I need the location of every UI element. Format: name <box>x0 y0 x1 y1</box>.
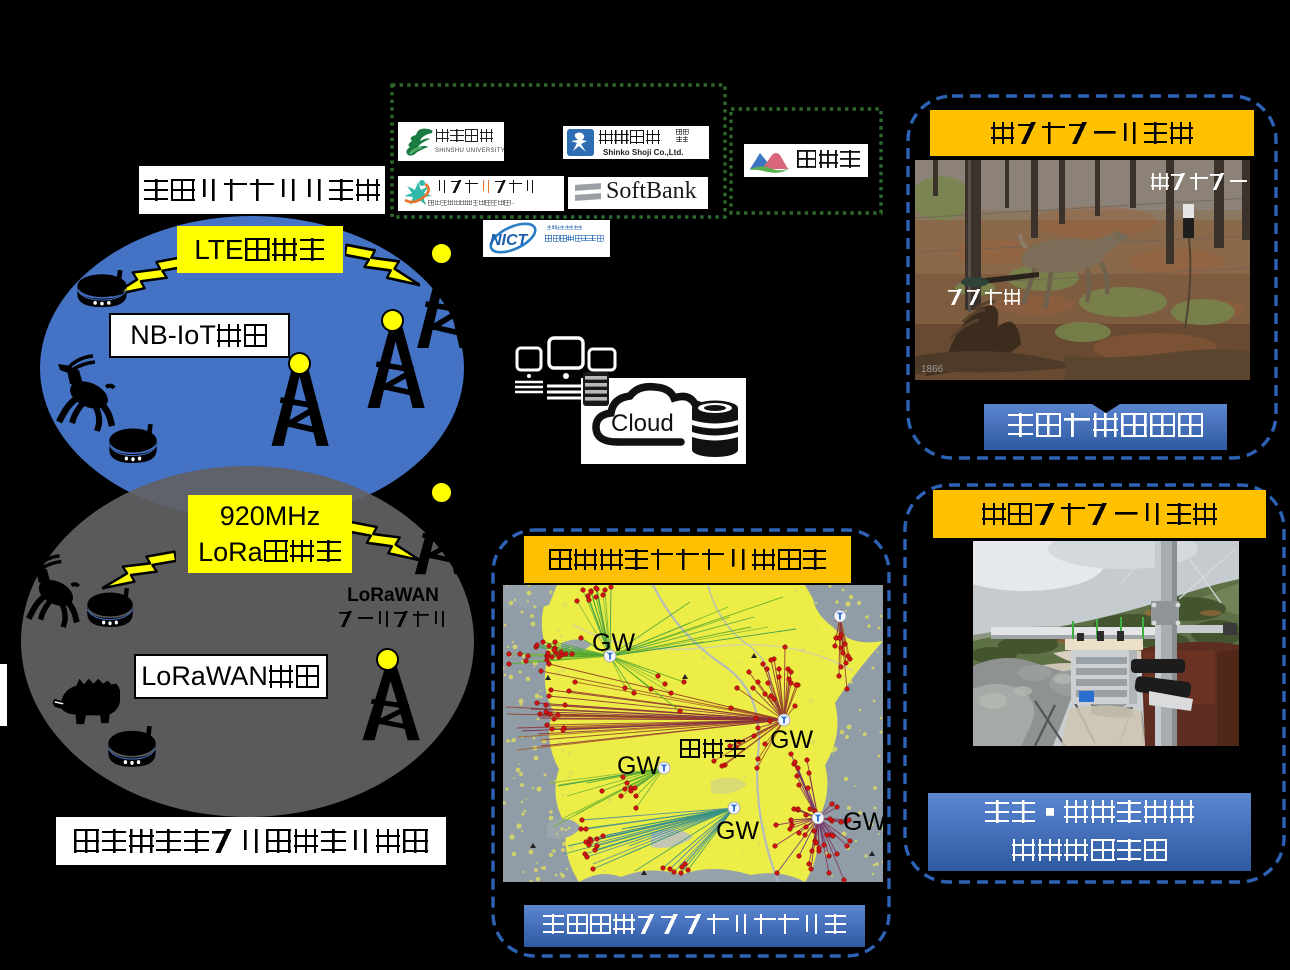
svg-text:NICT: NICT <box>490 232 529 249</box>
svg-text:Cloud: Cloud <box>611 410 674 437</box>
